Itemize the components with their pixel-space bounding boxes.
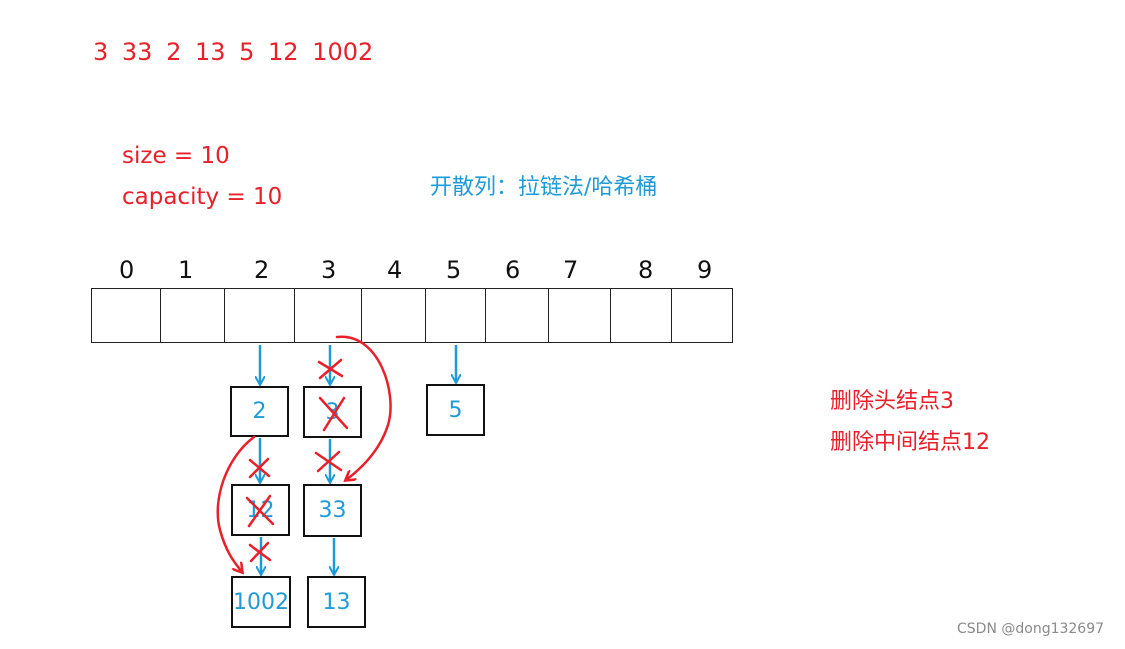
- bucket-index-2: 2: [254, 256, 270, 284]
- bucket-index-4: 4: [387, 256, 403, 284]
- size-label: size = 10: [122, 143, 230, 169]
- cross-bucket3-pointer: [317, 358, 344, 380]
- node-5: 5: [426, 384, 485, 436]
- bucket-index-3: 3: [321, 256, 337, 284]
- cross-pointer-12-to-1002: [248, 541, 272, 563]
- relink-bucket3-to-33: [335, 335, 392, 480]
- bucket-index-7: 7: [563, 256, 579, 284]
- relink-2-to-1002: [216, 435, 256, 572]
- watermark: CSDN @dong132697: [957, 621, 1105, 637]
- node-1002: 1002: [231, 576, 291, 628]
- bucket-index-8: 8: [638, 256, 654, 284]
- node-13: 13: [307, 576, 366, 628]
- cross-pointer-2-to-12: [248, 457, 271, 479]
- bucket-index-6: 6: [505, 256, 521, 284]
- bucket-index-9: 9: [697, 256, 713, 284]
- note-delete-middle: 删除中间结点12: [830, 430, 990, 455]
- note-delete-head: 删除头结点3: [830, 389, 954, 414]
- cross-node-12: [245, 494, 275, 528]
- diagram-title: 开散列：拉链法/哈希桶: [430, 175, 658, 200]
- cross-pointer-3-to-33: [314, 450, 343, 473]
- node-2: 2: [230, 386, 289, 437]
- bucket-index-5: 5: [446, 256, 462, 284]
- bucket-index-0: 0: [119, 256, 135, 284]
- node-33: 33: [303, 484, 362, 537]
- bucket-cell-9: [671, 288, 733, 343]
- input-sequence: 3 33 2 13 5 12 1002: [93, 38, 374, 66]
- capacity-label: capacity = 10: [122, 184, 283, 210]
- cross-node-3: [318, 396, 349, 432]
- bucket-index-1: 1: [178, 256, 194, 284]
